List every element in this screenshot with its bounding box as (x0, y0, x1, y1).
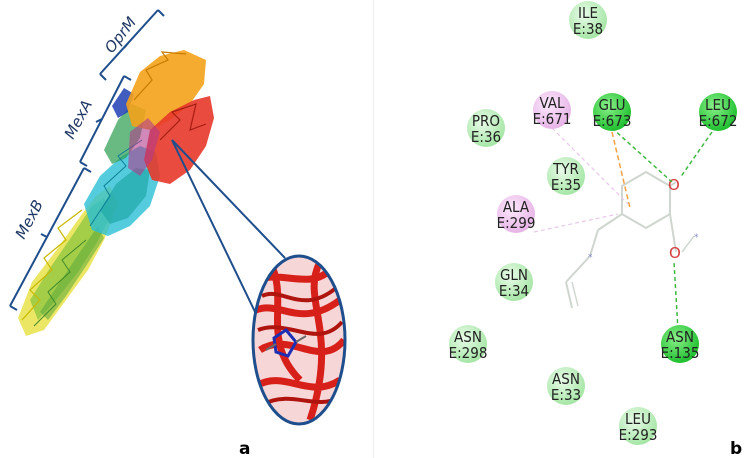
residue-chain-number: E:672 (699, 112, 738, 130)
interaction-leu672-o1 (679, 131, 713, 179)
interaction-asn135-o2 (673, 261, 679, 331)
residue-disc (533, 91, 571, 129)
oprm-bracket (99, 9, 165, 81)
residue-name: ASN (454, 328, 482, 346)
residue-chain-number: E:36 (471, 128, 501, 146)
mexa-bracket (79, 75, 132, 167)
residue-name: GLN (500, 266, 528, 284)
residue-chain-number: E:135 (661, 344, 700, 362)
zoom-line-bottom (171, 139, 259, 319)
residue-name: ASN (666, 328, 694, 346)
zoom-line-top (171, 139, 286, 259)
panel-a-letter: a (239, 439, 250, 458)
residue-name: GLU (598, 96, 625, 114)
residue-chain-number: E:673 (593, 112, 632, 130)
residue-name: LEU (705, 96, 731, 114)
interaction-val671-ring (551, 127, 629, 205)
residue-name: LEU (625, 410, 651, 428)
residue-chain-number: E:293 (619, 426, 658, 444)
residue-chain-number: E:671 (533, 110, 572, 128)
residue-chain-number: E:38 (573, 20, 603, 38)
residue-disc (547, 157, 585, 195)
residue-disc (467, 109, 505, 147)
residue-name: ASN (552, 370, 580, 388)
residue-chain-number: E:35 (551, 176, 581, 194)
residue-name: VAL (539, 94, 564, 112)
residue-disc (569, 1, 607, 39)
ligand-n-mark: * (588, 253, 593, 263)
residue-disc (619, 407, 657, 445)
panel-a: OprM MexA MexB a (9, 9, 347, 458)
interaction-glu673-ring (611, 131, 631, 209)
residue-disc (495, 263, 533, 301)
ligand-structure: O O * * (565, 170, 699, 309)
oprm-structure (126, 50, 214, 184)
residue-chain-number: E:298 (449, 344, 488, 362)
residue-disc (547, 367, 585, 405)
residue-name: ILE (578, 4, 598, 22)
residue-chain-number: E:299 (497, 214, 536, 232)
residue-disc (661, 325, 699, 363)
residue-name: ALA (503, 198, 530, 216)
mexa-label: MexA (61, 97, 96, 142)
panel-divider (373, 0, 374, 458)
ligand-oxygen-1: O (668, 176, 680, 194)
residue-disc (449, 325, 487, 363)
ligand-oxygen-2: O (669, 244, 681, 262)
residue-disc (497, 195, 535, 233)
residue-name: PRO (472, 112, 500, 130)
binding-site-inset (251, 254, 347, 426)
residue-layer: ILEE:38VALE:671GLUE:673LEUE:672PROE:36TY… (449, 1, 738, 445)
residue-disc (699, 93, 737, 131)
panel-b: O O * * ILEE:38VALE:671GLUE:673LEUE:672P… (449, 1, 742, 458)
residue-chain-number: E:34 (499, 282, 529, 300)
residue-disc (593, 93, 631, 131)
mexb-bracket (9, 167, 92, 311)
ligand-h-mark: * (694, 233, 699, 243)
residue-name: TYR (552, 160, 579, 178)
panel-b-letter: b (730, 439, 742, 458)
residue-chain-number: E:33 (551, 386, 581, 404)
interaction-ala299-ring (533, 213, 619, 233)
